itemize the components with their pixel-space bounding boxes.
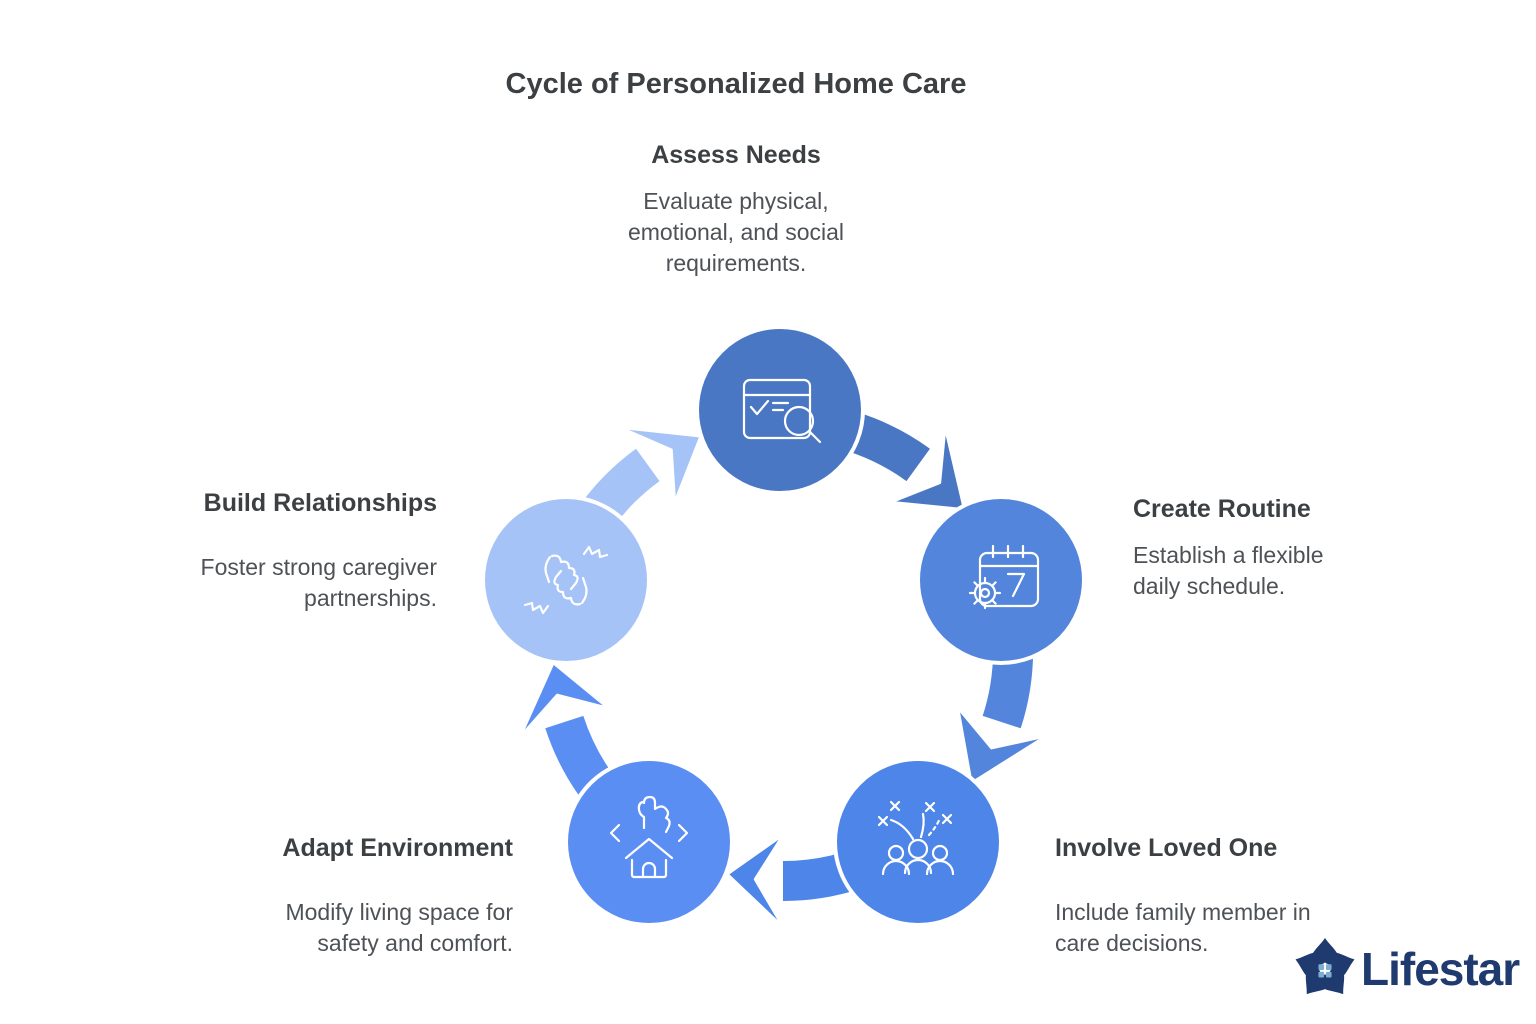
step-circle-adapt-environment [564, 757, 734, 927]
cycle-arrow-head-1 [889, 426, 966, 511]
calendar-gear-icon [968, 544, 1040, 610]
step-description-build-relationships: Foster strong caregiver partnerships. [200, 554, 437, 611]
step-label-involve-loved-one: Involve Loved One [1055, 834, 1278, 862]
home-adjust-icon [609, 795, 689, 879]
step-label-assess-needs: Assess Needs [651, 141, 821, 169]
step-description-involve-loved-one: Include family member in care decisions. [1055, 899, 1311, 956]
step-circle-involve-loved-one [833, 757, 1003, 927]
lifestar-flower-home-icon [1295, 938, 1355, 995]
step-label-create-routine: Create Routine [1133, 495, 1311, 523]
step-block-assess-needs: Assess Needs Evaluate physical, emotiona… [605, 140, 867, 279]
step-circle-build-relationships [481, 495, 651, 665]
lifestar-window-panes [1318, 964, 1332, 978]
cycle-arrow-head-4 [519, 661, 610, 738]
cycle-arrow-head-5 [619, 426, 702, 504]
form-search-icon [742, 378, 822, 444]
cycle-arrow-head-3 [726, 833, 785, 929]
step-block-adapt-environment: Adapt Environment Modify living space fo… [223, 833, 513, 959]
step-label-build-relationships: Build Relationships [203, 489, 437, 517]
fist-bump-icon [523, 545, 609, 615]
step-circle-create-routine [916, 495, 1086, 665]
step-block-build-relationships: Build Relationships Foster strong caregi… [117, 488, 437, 614]
family-celebration-icon [877, 800, 955, 876]
step-description-assess-needs: Evaluate physical, emotional, and social… [627, 188, 845, 276]
step-label-adapt-environment: Adapt Environment [282, 834, 513, 862]
step-description-adapt-environment: Modify living space for safety and comfo… [285, 899, 513, 956]
lifestar-logo: Lifestar [1294, 938, 1520, 1000]
cycle-arrow-head-2 [956, 706, 1047, 785]
step-block-involve-loved-one: Involve Loved One Include family member … [1055, 833, 1340, 959]
step-block-create-routine: Create Routine Establish a flexible dail… [1133, 494, 1358, 602]
step-description-create-routine: Establish a flexible daily schedule. [1133, 542, 1324, 599]
lifestar-logo-text: Lifestar [1361, 943, 1520, 995]
page-title: Cycle of Personalized Home Care [505, 68, 967, 100]
